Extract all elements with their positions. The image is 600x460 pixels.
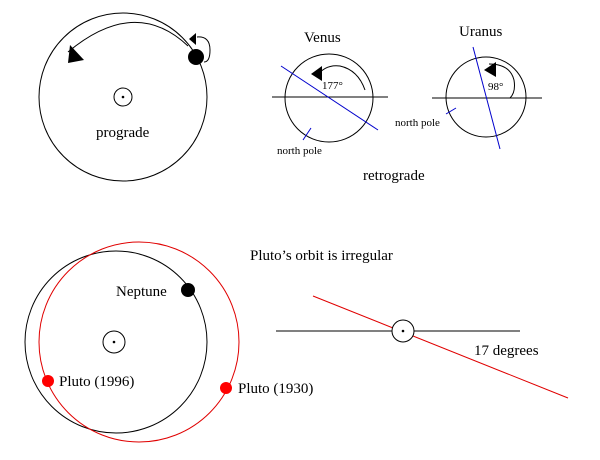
- venus-panel: Venus 177° north pole: [272, 30, 388, 157]
- sun-center-dot-lower: [112, 340, 116, 344]
- venus-rotation-axis: [280, 65, 379, 131]
- venus-angle-arrowhead-icon: [311, 66, 322, 81]
- pluto-1930-label: Pluto (1930): [238, 381, 313, 397]
- venus-pole-label: north pole: [277, 145, 322, 157]
- inclination-panel: 17 degrees: [276, 295, 569, 399]
- uranus-angle-arc: [488, 63, 515, 99]
- pluto-title: Pluto’s orbit is irregular: [250, 248, 393, 264]
- pluto-orbit-plane-line: [312, 295, 569, 399]
- inclination-label: 17 degrees: [474, 343, 539, 359]
- venus-body: [284, 53, 374, 143]
- pluto-1930-dot: [220, 382, 232, 394]
- uranus-pole-label: north pole: [395, 117, 440, 129]
- prograde-label: prograde: [96, 125, 150, 141]
- orbit-arrowhead-icon: [68, 45, 84, 63]
- venus-angle-label: 177°: [322, 80, 343, 92]
- spin-arrow-arc: [196, 36, 211, 63]
- neptune-dot: [181, 283, 195, 297]
- uranus-pole-pointer: [445, 107, 457, 115]
- pluto-orbit-panel: Pluto’s orbit is irregular Neptune Pluto…: [24, 241, 393, 443]
- venus-title: Venus: [304, 30, 341, 46]
- uranus-title: Uranus: [459, 24, 502, 40]
- pluto-1996-label: Pluto (1996): [59, 374, 134, 390]
- orbit-direction-arc: [67, 21, 189, 53]
- prograde-panel: prograde: [38, 12, 211, 182]
- neptune-orbit: [24, 250, 208, 434]
- uranus-angle-arrowhead-icon: [484, 62, 496, 77]
- uranus-body: [445, 56, 527, 138]
- pluto-1996-dot: [42, 375, 54, 387]
- uranus-angle-label: 98°: [488, 81, 503, 93]
- prograde-orbit: [38, 12, 208, 182]
- uranus-panel: Uranus 98° north pole: [395, 24, 542, 150]
- pluto-orbit: [38, 241, 240, 443]
- venus-pole-pointer: [302, 127, 312, 141]
- sun-center-dot-inclination: [401, 329, 405, 333]
- planet-dot: [188, 49, 204, 65]
- sun-center-dot: [121, 95, 125, 99]
- spin-arrowhead-icon: [189, 33, 196, 45]
- retrograde-label: retrograde: [363, 168, 425, 184]
- neptune-label: Neptune: [116, 284, 167, 300]
- uranus-rotation-axis: [472, 46, 501, 150]
